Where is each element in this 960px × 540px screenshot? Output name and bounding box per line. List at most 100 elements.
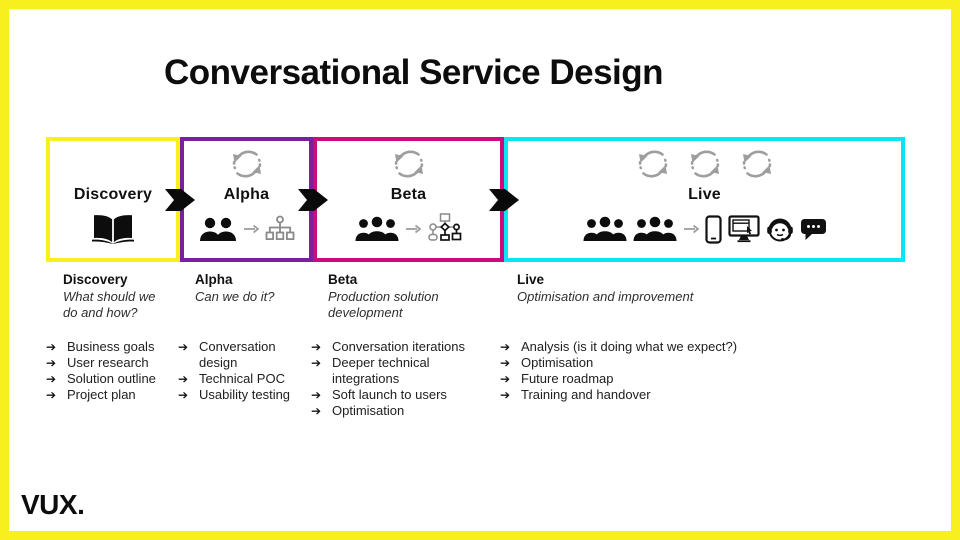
bullet-item: ➔ Usability testing xyxy=(178,387,302,403)
bullet-text: Analysis (is it doing what we expect?) xyxy=(521,339,738,354)
bullet-item: ➔ Deeper technical integrations xyxy=(311,355,483,387)
bullet-text: Technical POC xyxy=(199,371,285,386)
bullet-arrow-icon: ➔ xyxy=(311,356,322,370)
icon-row-beta xyxy=(355,209,463,249)
phase-label-discovery: Discovery xyxy=(73,185,153,203)
bullet-text: Project plan xyxy=(67,387,136,402)
desktop-monitor-icon xyxy=(727,215,760,243)
section-beta: Beta Production solution development ➔ C… xyxy=(311,272,483,418)
bullet-item: ➔ Conversation iterations xyxy=(311,339,483,355)
section-subtitle: Production solution development xyxy=(328,289,439,320)
bullet-list: ➔ Analysis (is it doing what we expect?)… xyxy=(500,339,830,403)
bullet-item: ➔ Soft launch to users xyxy=(311,387,483,403)
phase-label-live: Live xyxy=(688,185,721,203)
bullet-text: Business goals xyxy=(67,339,155,354)
bullet-arrow-icon: ➔ xyxy=(500,372,511,386)
bullet-arrow-icon: ➔ xyxy=(46,340,57,354)
section-subtitle: Can we do it? xyxy=(195,289,275,304)
section-title: Beta xyxy=(328,272,358,287)
phase-box-discovery: Discovery xyxy=(46,137,180,262)
smartphone-icon xyxy=(704,214,722,244)
bullet-item: ➔ Optimisation xyxy=(500,355,830,371)
section-title: Discovery xyxy=(63,272,128,287)
bullet-text: Training and handover xyxy=(521,387,651,402)
bullet-item: ➔ Optimisation xyxy=(311,403,483,419)
section-discovery: Discovery What should we do and how? ➔ B… xyxy=(46,272,174,402)
bullet-text: Soft launch to users xyxy=(332,387,447,402)
bullet-arrow-icon: ➔ xyxy=(500,356,511,370)
bullet-arrow-icon: ➔ xyxy=(178,340,189,354)
cycle-row-live xyxy=(635,146,775,182)
bullet-text: User research xyxy=(67,355,149,370)
phase-arrow-icon xyxy=(165,189,195,211)
bullet-arrow-icon: ➔ xyxy=(46,388,57,402)
section-live: Live Optimisation and improvement ➔ Anal… xyxy=(500,272,830,402)
two-people-icon xyxy=(199,217,236,241)
cycle-icon xyxy=(394,150,423,178)
icon-row-discovery xyxy=(91,209,135,249)
bullet-item: ➔ Solution outline xyxy=(46,371,174,387)
bullet-text: Conversation design xyxy=(199,339,276,370)
cycle-icon xyxy=(638,150,667,178)
bullet-arrow-icon: ➔ xyxy=(311,388,322,402)
flowchart-icon xyxy=(427,213,461,241)
bullet-arrow-icon: ➔ xyxy=(46,372,57,386)
bullet-arrow-icon: ➔ xyxy=(46,356,57,370)
bullet-text: Deeper technical integrations xyxy=(332,355,430,386)
open-book-icon xyxy=(92,215,134,244)
phase-arrow-icon xyxy=(298,189,328,211)
bullet-text: Future roadmap xyxy=(521,371,614,386)
bullet-list: ➔ Conversation design ➔ Technical POC ➔ … xyxy=(178,339,302,403)
bullet-text: Optimisation xyxy=(521,355,594,370)
flow-arrow-icon xyxy=(683,224,699,234)
cycle-row-beta xyxy=(391,146,427,182)
cycle-row-alpha xyxy=(229,146,265,182)
bullet-text: Solution outline xyxy=(67,371,156,386)
flow-arrow-icon xyxy=(405,224,421,234)
phase-label-alpha: Alpha xyxy=(223,185,270,203)
three-people-icon xyxy=(355,216,398,241)
bullet-arrow-icon: ➔ xyxy=(311,404,322,418)
phase-box-beta: Beta xyxy=(313,137,504,262)
page-title: Conversational Service Design xyxy=(164,53,664,93)
chat-bubble-icon xyxy=(800,218,826,240)
bullet-item: ➔ Conversation design xyxy=(178,339,302,371)
bullet-item: ➔ User research xyxy=(46,355,174,371)
section-title: Live xyxy=(517,272,545,287)
bullet-item: ➔ Future roadmap xyxy=(500,371,830,387)
bullet-list: ➔ Business goals ➔ User research ➔ Solut… xyxy=(46,339,174,403)
icon-row-alpha xyxy=(199,209,295,249)
bullet-item: ➔ Analysis (is it doing what we expect?) xyxy=(500,339,830,355)
bullet-arrow-icon: ➔ xyxy=(311,340,322,354)
section-alpha: Alpha Can we do it? ➔ Conversation desig… xyxy=(178,272,302,402)
cycle-icon xyxy=(742,150,771,178)
bullet-list: ➔ Conversation iterations ➔ Deeper techn… xyxy=(311,339,483,419)
bullet-arrow-icon: ➔ xyxy=(178,388,189,402)
bullet-item: ➔ Technical POC xyxy=(178,371,302,387)
vux-logo: VUX. xyxy=(21,489,85,520)
section-subtitle: What should we do and how? xyxy=(63,289,156,320)
cycle-icon xyxy=(690,150,719,178)
bullet-arrow-icon: ➔ xyxy=(500,388,511,402)
bullet-text: Conversation iterations xyxy=(332,339,465,354)
flow-arrow-icon xyxy=(243,224,259,234)
phase-box-alpha: Alpha xyxy=(180,137,313,262)
section-title: Alpha xyxy=(195,272,233,287)
bullet-arrow-icon: ➔ xyxy=(500,340,511,354)
phase-arrow-icon xyxy=(489,189,519,211)
three-people-icon xyxy=(633,216,676,241)
phase-box-live: Live xyxy=(504,137,905,262)
bullet-item: ➔ Business goals xyxy=(46,339,174,355)
bullet-text: Usability testing xyxy=(199,387,291,402)
three-people-icon xyxy=(583,216,626,241)
phase-label-beta: Beta xyxy=(390,185,427,203)
section-subtitle: Optimisation and improvement xyxy=(517,289,694,304)
bullet-item: ➔ Training and handover xyxy=(500,387,830,403)
cycle-icon xyxy=(232,150,261,178)
support-agent-icon xyxy=(766,218,793,242)
icon-row-live xyxy=(583,209,827,249)
bullet-text: Optimisation xyxy=(332,403,405,418)
bullet-item: ➔ Project plan xyxy=(46,387,174,403)
bullet-arrow-icon: ➔ xyxy=(178,372,189,386)
